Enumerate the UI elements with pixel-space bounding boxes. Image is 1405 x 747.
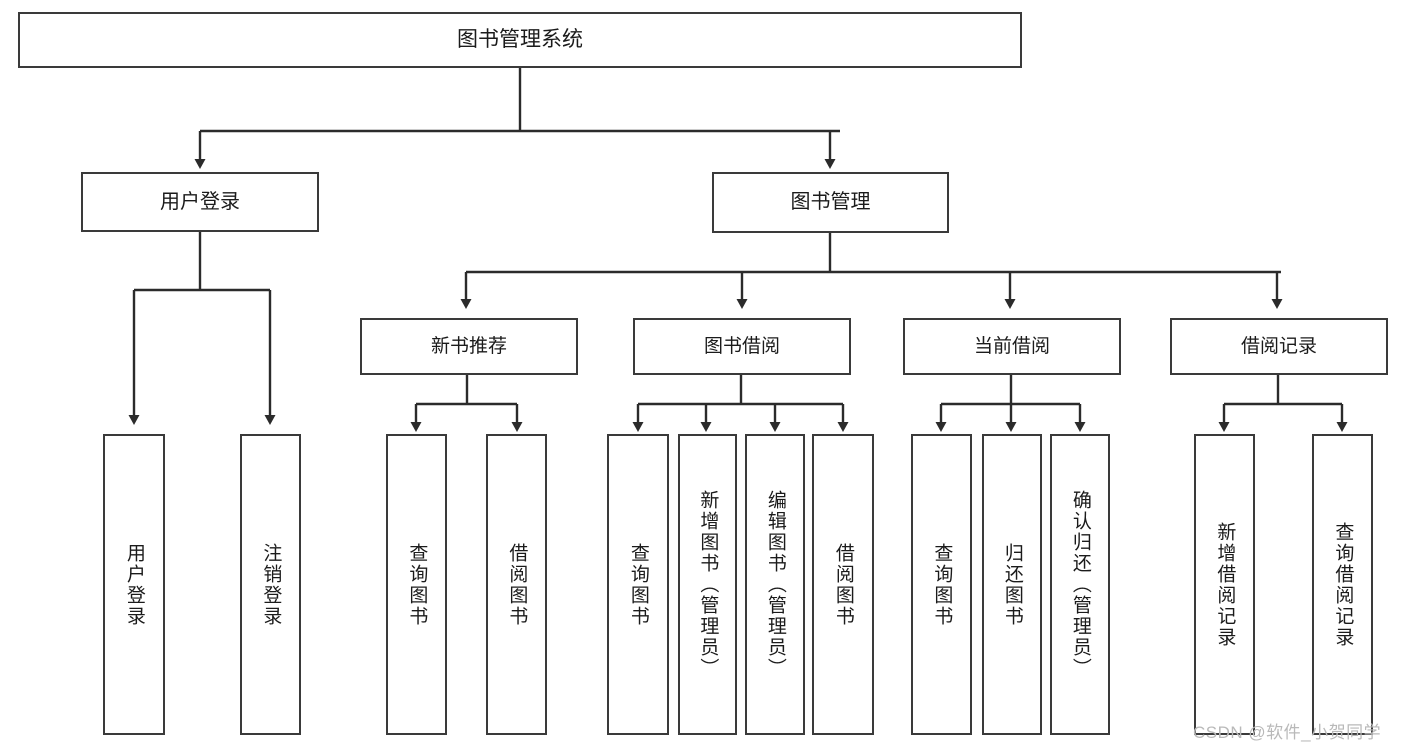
node-label: 借阅图书 [506, 542, 528, 627]
csdn-watermark: CSDN @软件_小贺同学 [1193, 723, 1382, 742]
node-label: 图书管理 [790, 191, 871, 213]
node-label: 编辑图书（管理员） [764, 490, 786, 679]
leaf-current-confirm-return-admin[interactable]: 确认归还（管理员） [1050, 434, 1110, 735]
node-label: 借阅图书 [832, 542, 854, 627]
node-label: 用户登录 [160, 190, 240, 213]
node-book-borrow[interactable]: 图书借阅 [633, 318, 851, 375]
node-label: 借阅记录 [1240, 335, 1317, 357]
leaf-user-login-logout[interactable]: 注销登录 [240, 434, 301, 735]
node-label: 新增图书（管理员） [697, 490, 719, 679]
leaf-current-return-book[interactable]: 归还图书 [982, 434, 1042, 735]
node-label: 查询图书 [627, 542, 649, 627]
leaf-borrow-query-book[interactable]: 查询图书 [607, 434, 669, 735]
leaf-recommend-borrow-book[interactable]: 借阅图书 [486, 434, 547, 735]
node-label: 确认归还（管理员） [1069, 490, 1091, 679]
node-root-system[interactable]: 图书管理系统 [18, 12, 1022, 68]
node-label: 图书借阅 [703, 335, 780, 357]
node-label: 查询图书 [931, 542, 953, 627]
leaf-recommend-query-book[interactable]: 查询图书 [386, 434, 447, 735]
leaf-borrow-add-book-admin[interactable]: 新增图书（管理员） [678, 434, 737, 735]
node-user-login[interactable]: 用户登录 [81, 172, 319, 232]
leaf-current-query-book[interactable]: 查询图书 [911, 434, 972, 735]
leaf-record-query-record[interactable]: 查询借阅记录 [1312, 434, 1373, 735]
leaf-borrow-edit-book-admin[interactable]: 编辑图书（管理员） [745, 434, 805, 735]
node-current-borrow[interactable]: 当前借阅 [903, 318, 1121, 375]
node-label: 查询借阅记录 [1332, 521, 1354, 648]
node-label: 用户登录 [123, 542, 145, 627]
node-label: 注销登录 [260, 542, 282, 627]
node-label: 图书管理系统 [457, 27, 583, 51]
node-borrow-record[interactable]: 借阅记录 [1170, 318, 1388, 375]
leaf-user-login-login[interactable]: 用户登录 [103, 434, 165, 735]
node-label: 查询图书 [406, 542, 428, 627]
leaf-borrow-borrow-book[interactable]: 借阅图书 [812, 434, 874, 735]
leaf-record-add-record[interactable]: 新增借阅记录 [1194, 434, 1255, 735]
node-new-book-recommend[interactable]: 新书推荐 [360, 318, 578, 375]
node-book-management[interactable]: 图书管理 [712, 172, 949, 233]
node-label: 新书推荐 [430, 335, 507, 357]
node-label: 当前借阅 [973, 335, 1050, 357]
node-label: 新增借阅记录 [1214, 521, 1236, 648]
node-label: 归还图书 [1001, 542, 1023, 627]
